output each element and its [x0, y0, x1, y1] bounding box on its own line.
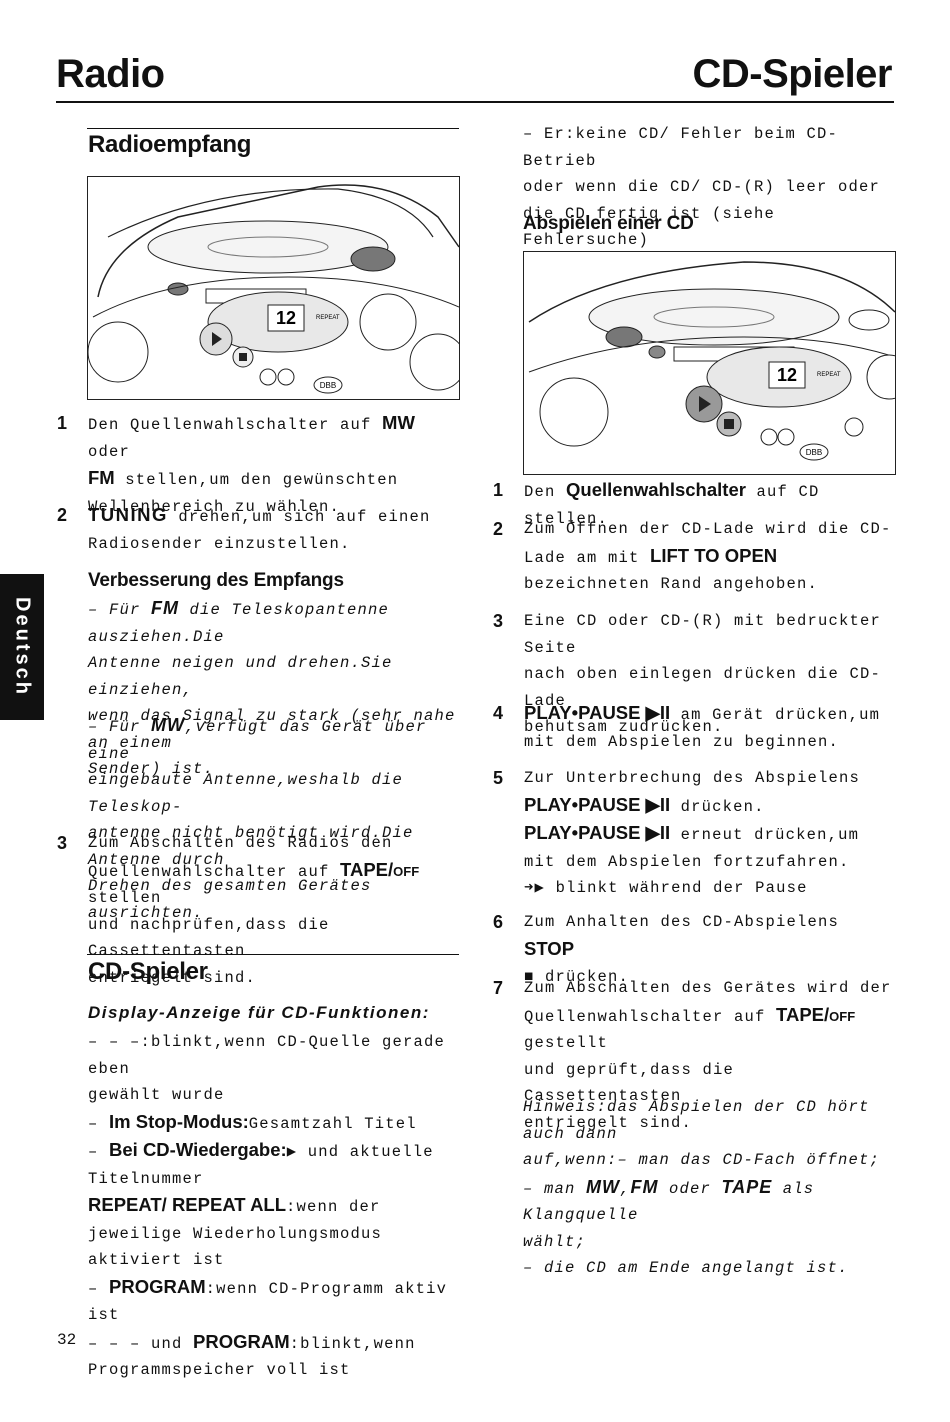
cd-step-4: 4 PLAY•PAUSE ▶II am Gerät drücken,um mit… — [493, 702, 881, 751]
cd-step-6: 6 Zum Anhalten des CD-Abspielens STOP ■ … — [493, 912, 840, 986]
svg-text:REPEAT: REPEAT — [316, 315, 340, 321]
display-item: – PROGRAM:wenn CD-Programm aktiv ist — [88, 1275, 448, 1325]
page-number: 32 — [57, 1331, 77, 1349]
cd-step-3: 3 Eine CD oder CD-(R) mit bedruckter Sei… — [493, 611, 882, 736]
cd-illustration: 12 REPEAT DBB — [523, 251, 896, 475]
page-header-right: CD-Spieler — [692, 52, 893, 96]
radio-step-2: 2 TUNING drehen,um sich auf einen Radios… — [57, 504, 431, 553]
display-item: REPEAT/ REPEAT ALL:wenn der jeweilige Wi… — [88, 1194, 383, 1269]
display-item: – Im Stop-Modus:Gesamtzahl Titel — [88, 1110, 417, 1133]
svg-text:12: 12 — [777, 365, 797, 385]
section-rule — [87, 128, 459, 129]
display-item: – – –:blinkt,wenn CD-Quelle gerade eben … — [88, 1033, 446, 1104]
radio-step-3: 3 Zum Abschalten des Radios den Quellenw… — [57, 833, 420, 987]
subtitle-empfang: Verbesserung des Empfangs — [88, 570, 344, 591]
svg-text:DBB: DBB — [806, 448, 822, 457]
error-note: – Er:keine CD/ Fehler beim CD-Betrieb od… — [523, 125, 881, 249]
subtitle-abspielen: Abspielen einer CD — [523, 213, 694, 234]
display-title: Display-Anzeige für CD-Funktionen: — [88, 1003, 430, 1022]
note-mw: – Für MW,verfügt das Gerät über eine ein… — [88, 715, 427, 922]
radio-illustration: 12 REPEAT DBB — [87, 176, 460, 400]
svg-text:12: 12 — [276, 308, 296, 328]
boombox-cd-drawing: 12 REPEAT DBB — [528, 261, 895, 461]
language-side-tab: Deutsch — [0, 574, 44, 720]
display-item: – – – und PROGRAM:blinkt,wenn Programmsp… — [88, 1330, 416, 1380]
section-title-radioempfang: Radioempfang — [88, 131, 252, 158]
page-header-left: Radio — [56, 52, 165, 96]
section-title-cd-spieler: CD-Spieler — [88, 958, 208, 985]
side-tab-label: Deutsch — [11, 597, 34, 697]
header-rule — [56, 101, 894, 103]
section-rule — [87, 954, 459, 955]
hinweis-note: Hinweis:das Abspielen der CD hört auch d… — [523, 1098, 881, 1277]
cd-step-7: 7 Zum Abschalten des Gerätes wird der Qu… — [493, 978, 892, 1132]
display-list: – – –:blinkt,wenn CD-Quelle gerade eben … — [88, 1027, 468, 1384]
display-item: – Bei CD-Wiedergabe:▶ und aktuelle Titel… — [88, 1139, 434, 1188]
cd-step-5: 5 Zur Unterbrechung des Abspielens PLAY•… — [493, 768, 861, 897]
svg-text:DBB: DBB — [320, 381, 336, 390]
boombox-drawing: 12 REPEAT DBB — [88, 184, 459, 394]
svg-text:REPEAT: REPEAT — [817, 372, 841, 378]
cd-step-2: 2 Zum Öffnen der CD-Lade wird die CD- La… — [493, 519, 892, 593]
note-fm: – Für FM die Teleskopantenne ausziehen.D… — [88, 598, 456, 778]
radio-step-1: 1 Den Quellenwahlschalter auf MW oder FM… — [57, 412, 415, 516]
cd-step-1: 1 Den Quellenwahlschalter auf CD stellen… — [493, 479, 820, 528]
